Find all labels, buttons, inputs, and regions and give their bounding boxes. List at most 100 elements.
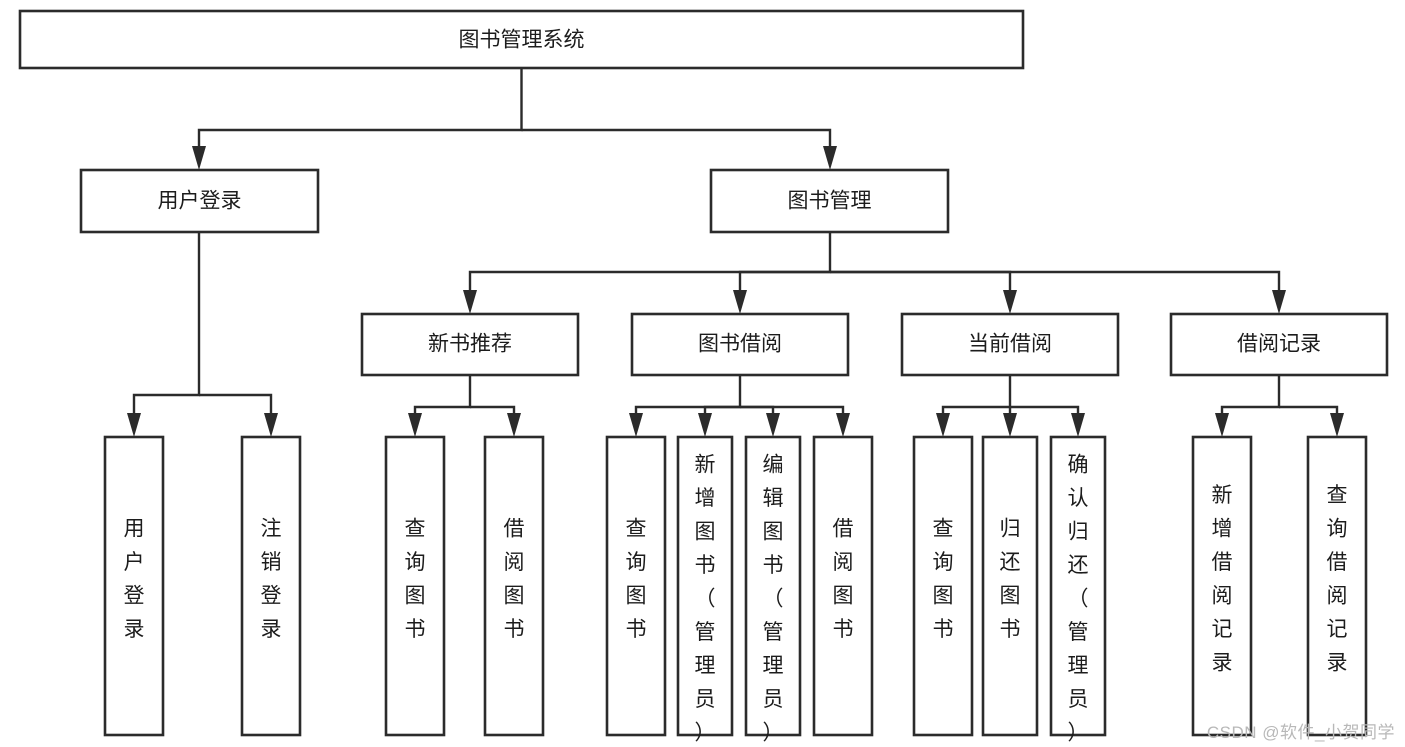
connector-group-root bbox=[192, 68, 837, 170]
connector-group-new-book-recommend bbox=[408, 375, 521, 437]
arrow-head-cb-to-confirm-return bbox=[1071, 413, 1085, 437]
node-leaf-query-book-1[interactable]: 查询图书 bbox=[384, 435, 446, 737]
arrow-head-bm-to-new-book bbox=[463, 290, 477, 314]
node-leaf-user-login[interactable]: 用户登录 bbox=[103, 435, 165, 737]
node-book-manage[interactable]: 图书管理 bbox=[709, 168, 950, 234]
node-leaf-query-book-3-label: 查询图书 bbox=[933, 517, 954, 641]
node-root-label: 图书管理系统 bbox=[459, 29, 585, 52]
node-leaf-user-login-label: 用户登录 bbox=[124, 517, 145, 641]
connector-br-to-query-record bbox=[1279, 405, 1339, 415]
node-root-box[interactable] bbox=[18, 9, 1025, 70]
node-leaf-query-borrow-record-label: 查询借阅记录 bbox=[1327, 484, 1348, 675]
connector-ul-to-leaf-user-login bbox=[132, 232, 201, 415]
connector-root-to-user-login bbox=[197, 68, 523, 148]
node-leaf-borrow-book-1-box[interactable] bbox=[483, 435, 545, 737]
arrow-head-bm-to-book-borrow bbox=[733, 290, 747, 314]
node-leaf-confirm-return-label: 确认归还（管理员） bbox=[1068, 453, 1089, 744]
node-user-login[interactable]: 用户登录 bbox=[79, 168, 320, 234]
node-current-borrow[interactable]: 当前借阅 bbox=[900, 312, 1120, 377]
node-leaf-borrow-book-1[interactable]: 借阅图书 bbox=[483, 435, 545, 737]
node-leaf-query-book-2-box[interactable] bbox=[605, 435, 667, 737]
node-leaf-return-book[interactable]: 归还图书 bbox=[981, 435, 1039, 737]
node-leaf-logout-login-box[interactable] bbox=[240, 435, 302, 737]
connector-group-book-borrow bbox=[629, 375, 850, 437]
arrow-head-nb-to-query-book bbox=[408, 413, 422, 437]
node-leaf-query-book-1-box[interactable] bbox=[384, 435, 446, 737]
node-root[interactable]: 图书管理系统 bbox=[18, 9, 1025, 70]
arrow-head-ul-to-leaf-user-login bbox=[127, 413, 141, 437]
arrow-head-cb-to-return-book bbox=[1003, 413, 1017, 437]
arrow-head-br-to-query-record bbox=[1330, 413, 1344, 437]
node-leaf-logout-login[interactable]: 注销登录 bbox=[240, 435, 302, 737]
arrow-head-bb-to-edit-book bbox=[766, 413, 780, 437]
connector-group-user-login bbox=[127, 232, 278, 437]
node-leaf-add-borrow-record-box[interactable] bbox=[1191, 435, 1253, 737]
arrow-head-br-to-add-record bbox=[1215, 413, 1229, 437]
connector-ul-to-leaf-logout bbox=[199, 393, 273, 415]
node-leaf-borrow-book-2-box[interactable] bbox=[812, 435, 874, 737]
node-new-book-recommend-box[interactable] bbox=[360, 312, 580, 377]
arrow-head-ul-to-leaf-logout bbox=[264, 413, 278, 437]
connector-bm-to-book-borrow bbox=[738, 270, 830, 292]
node-book-manage-label: 图书管理 bbox=[788, 190, 872, 213]
connector-bm-to-current-borrow bbox=[830, 270, 1012, 292]
arrow-head-bb-to-query-book bbox=[629, 413, 643, 437]
node-leaf-add-book[interactable]: 新增图书（管理员） bbox=[676, 435, 734, 744]
node-leaf-return-book-label: 归还图书 bbox=[1000, 517, 1021, 641]
node-leaf-query-borrow-record-box[interactable] bbox=[1306, 435, 1368, 737]
node-current-borrow-box[interactable] bbox=[900, 312, 1120, 377]
node-borrow-record[interactable]: 借阅记录 bbox=[1169, 312, 1389, 377]
node-leaf-add-borrow-record-label: 新增借阅记录 bbox=[1212, 484, 1233, 675]
connector-nb-to-borrow-book bbox=[470, 405, 516, 415]
node-current-borrow-label: 当前借阅 bbox=[968, 333, 1052, 356]
node-user-login-box[interactable] bbox=[79, 168, 320, 234]
arrow-head-nb-to-borrow-book bbox=[507, 413, 521, 437]
node-leaf-borrow-book-2-label: 借阅图书 bbox=[833, 517, 854, 641]
connector-nb-to-query-book bbox=[413, 375, 472, 415]
node-borrow-record-box[interactable] bbox=[1169, 312, 1389, 377]
node-leaf-edit-book[interactable]: 编辑图书（管理员） bbox=[744, 435, 802, 744]
arrow-head-cb-to-query-book bbox=[936, 413, 950, 437]
node-leaf-query-book-1-label: 查询图书 bbox=[405, 517, 426, 641]
connector-root-to-book-manage bbox=[521, 128, 832, 148]
node-leaf-borrow-book-1-label: 借阅图书 bbox=[504, 517, 525, 641]
connector-bb-to-borrow-book bbox=[740, 405, 845, 415]
node-new-book-recommend[interactable]: 新书推荐 bbox=[360, 312, 580, 377]
connector-cb-to-query-book bbox=[941, 375, 1012, 415]
arrow-head-bb-to-add-book bbox=[698, 413, 712, 437]
node-leaf-query-book-2[interactable]: 查询图书 bbox=[605, 435, 667, 737]
node-new-book-recommend-label: 新书推荐 bbox=[428, 333, 512, 356]
node-leaf-confirm-return-box[interactable] bbox=[1049, 435, 1107, 737]
connector-group-current-borrow bbox=[936, 375, 1085, 437]
node-book-borrow-box[interactable] bbox=[630, 312, 850, 377]
connector-bb-to-add-book bbox=[703, 405, 740, 415]
arrow-head-bm-to-borrow-record bbox=[1272, 290, 1286, 314]
node-leaf-query-borrow-record[interactable]: 查询借阅记录 bbox=[1306, 435, 1368, 737]
node-leaf-edit-book-box[interactable] bbox=[744, 435, 802, 737]
connector-bb-to-query-book bbox=[634, 375, 742, 415]
node-leaf-logout-login-label: 注销登录 bbox=[261, 517, 282, 641]
node-leaf-return-book-box[interactable] bbox=[981, 435, 1039, 737]
node-borrow-record-label: 借阅记录 bbox=[1237, 333, 1321, 356]
csdn-watermark: CSDN @软件_小贺同学 bbox=[1206, 723, 1395, 742]
node-leaf-confirm-return[interactable]: 确认归还（管理员） bbox=[1049, 435, 1107, 744]
node-book-borrow-label: 图书借阅 bbox=[698, 333, 782, 356]
node-leaf-borrow-book-2[interactable]: 借阅图书 bbox=[812, 435, 874, 737]
connector-group-borrow-record bbox=[1215, 375, 1344, 437]
connector-group-book-manage bbox=[463, 232, 1286, 314]
node-book-borrow[interactable]: 图书借阅 bbox=[630, 312, 850, 377]
node-leaf-user-login-box[interactable] bbox=[103, 435, 165, 737]
node-leaf-query-book-3-box[interactable] bbox=[912, 435, 974, 737]
node-leaf-edit-book-label: 编辑图书（管理员） bbox=[763, 453, 784, 744]
node-leaf-add-borrow-record[interactable]: 新增借阅记录 bbox=[1191, 435, 1253, 737]
arrow-head-bb-to-borrow-book bbox=[836, 413, 850, 437]
connector-br-to-add-record bbox=[1220, 375, 1281, 415]
node-book-manage-box[interactable] bbox=[709, 168, 950, 234]
node-user-login-label: 用户登录 bbox=[158, 190, 242, 213]
node-leaf-add-book-box[interactable] bbox=[676, 435, 734, 737]
connector-bm-to-borrow-record bbox=[830, 270, 1281, 292]
node-leaf-query-book-3[interactable]: 查询图书 bbox=[912, 435, 974, 737]
arrow-head-root-to-user-login bbox=[192, 146, 206, 170]
